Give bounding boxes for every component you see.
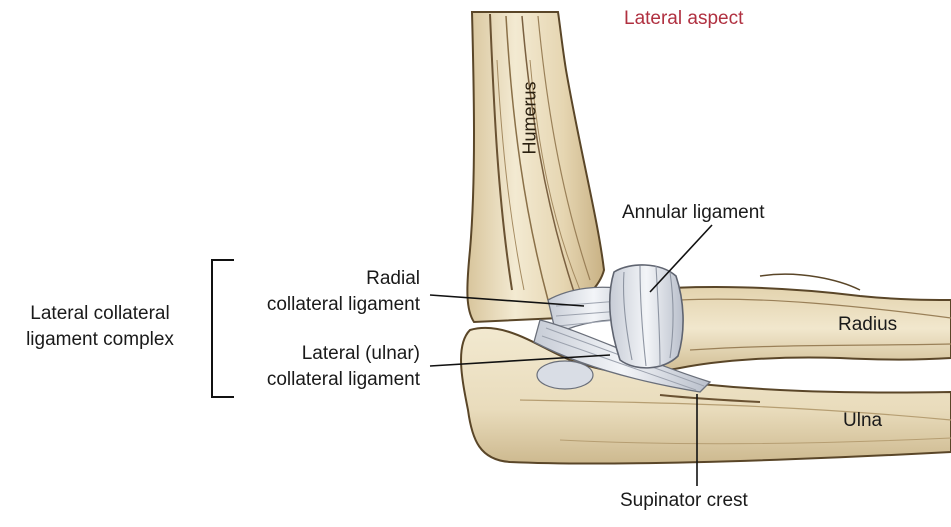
lateral-ulnar-label-2: collateral ligament [200, 369, 420, 391]
ulna-label: Ulna [843, 410, 882, 432]
humerus-bone [467, 12, 604, 322]
complex-label-1: Lateral collateral [0, 303, 200, 325]
diagram-title: Lateral aspect [624, 8, 743, 30]
humerus-label: Humerus [520, 81, 541, 154]
supinator-crest-label: Supinator crest [620, 490, 748, 512]
leader-annular [650, 225, 712, 292]
annular-ligament-label: Annular ligament [622, 202, 765, 224]
complex-label-2: ligament complex [0, 329, 200, 351]
radial-collateral-label-1: Radial [220, 268, 420, 290]
lateral-ulnar-label-1: Lateral (ulnar) [200, 343, 420, 365]
annular-ligament [610, 265, 683, 368]
radial-collateral-label-2: collateral ligament [200, 294, 420, 316]
radius-label: Radius [838, 314, 897, 336]
